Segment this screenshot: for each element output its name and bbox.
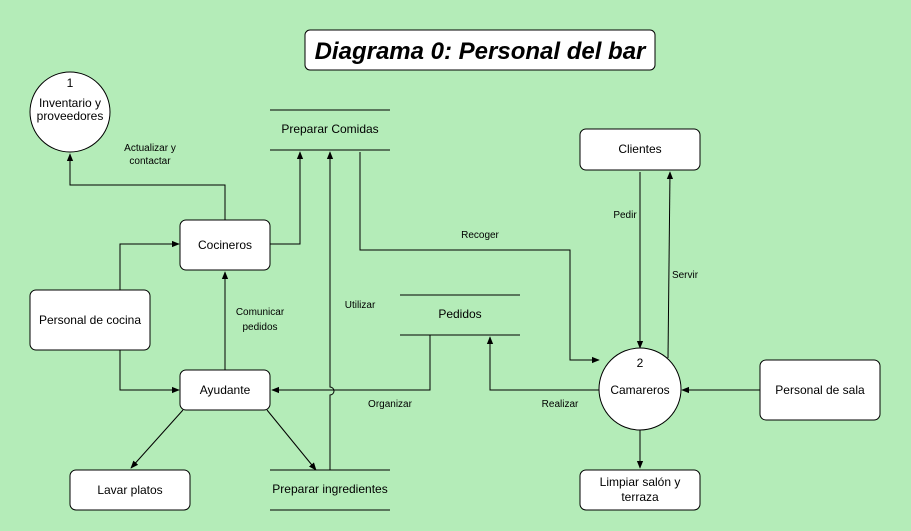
edge-ayudante-preparar-ingredientes xyxy=(266,409,317,471)
entity-limpiar-salon: Limpiar salón y terraza xyxy=(579,469,701,511)
entity-label: Personal de sala xyxy=(775,383,865,397)
edge-label-pedir: Pedir xyxy=(613,210,637,221)
entity-label: Limpiar salón y xyxy=(600,475,681,489)
edge-personal-cocina-ayudante xyxy=(119,350,180,394)
entity-label: Cocineros xyxy=(198,238,252,252)
entity-clientes: Clientes xyxy=(579,128,701,171)
store-label: Preparar ingredientes xyxy=(272,482,387,496)
entity-label: Lavar platos xyxy=(97,483,162,497)
edge-cocineros-inventario xyxy=(66,153,226,220)
store-label: Pedidos xyxy=(438,307,481,321)
diagram-title: Diagrama 0: Personal del bar xyxy=(315,38,647,65)
process-number: 2 xyxy=(637,356,644,370)
edge-personal-cocina-cocineros xyxy=(119,240,180,290)
entity-label: Ayudante xyxy=(200,383,251,397)
process-label: Camareros xyxy=(610,383,669,397)
process-camareros: 2 Camareros xyxy=(598,347,682,431)
process-inventario: 1 Inventario y proveedores xyxy=(29,71,111,153)
title-box: Diagrama 0: Personal del bar xyxy=(304,29,656,71)
entity-lavar-platos: Lavar platos xyxy=(69,469,191,511)
entity-cocineros: Cocineros xyxy=(179,219,271,271)
store-label: Preparar Comidas xyxy=(281,122,378,136)
entity-label: Personal de cocina xyxy=(39,313,141,327)
process-label: Inventario y xyxy=(39,96,101,110)
edge-label-comunicar: Comunicar xyxy=(236,307,285,318)
entity-label: terraza xyxy=(621,490,659,504)
edge-servir xyxy=(666,171,674,359)
entity-personal-cocina: Personal de cocina xyxy=(29,289,151,351)
edge-label-contactar: contactar xyxy=(129,156,171,167)
entity-label: Clientes xyxy=(618,142,661,156)
store-preparar-ingredientes: Preparar ingredientes xyxy=(270,469,390,511)
edge-realizar xyxy=(486,336,599,391)
entity-personal-sala: Personal de sala xyxy=(759,359,881,421)
edges xyxy=(66,151,760,471)
edge-utilizar xyxy=(326,151,335,470)
edge-labels: Actualizar y contactar Comunicar pedidos… xyxy=(124,143,699,410)
edge-cocineros-preparar-comidas xyxy=(270,151,304,245)
edge-organizar xyxy=(271,335,431,394)
edge-label-servir: Servir xyxy=(672,270,699,281)
edge-label-pedidos: pedidos xyxy=(242,322,277,333)
edge-label-realizar: Realizar xyxy=(542,399,579,410)
edge-label-actualizar: Actualizar y xyxy=(124,143,176,154)
entity-ayudante: Ayudante xyxy=(179,369,271,411)
process-label: proveedores xyxy=(37,109,104,123)
edge-label-organizar: Organizar xyxy=(368,399,413,410)
edge-recoger xyxy=(359,152,600,364)
process-number: 1 xyxy=(67,76,74,90)
edge-label-utilizar: Utilizar xyxy=(345,300,376,311)
edge-label-recoger: Recoger xyxy=(461,230,499,241)
store-pedidos: Pedidos xyxy=(400,294,520,336)
edge-ayudante-lavar-platos xyxy=(130,409,184,469)
store-preparar-comidas: Preparar Comidas xyxy=(270,109,390,151)
